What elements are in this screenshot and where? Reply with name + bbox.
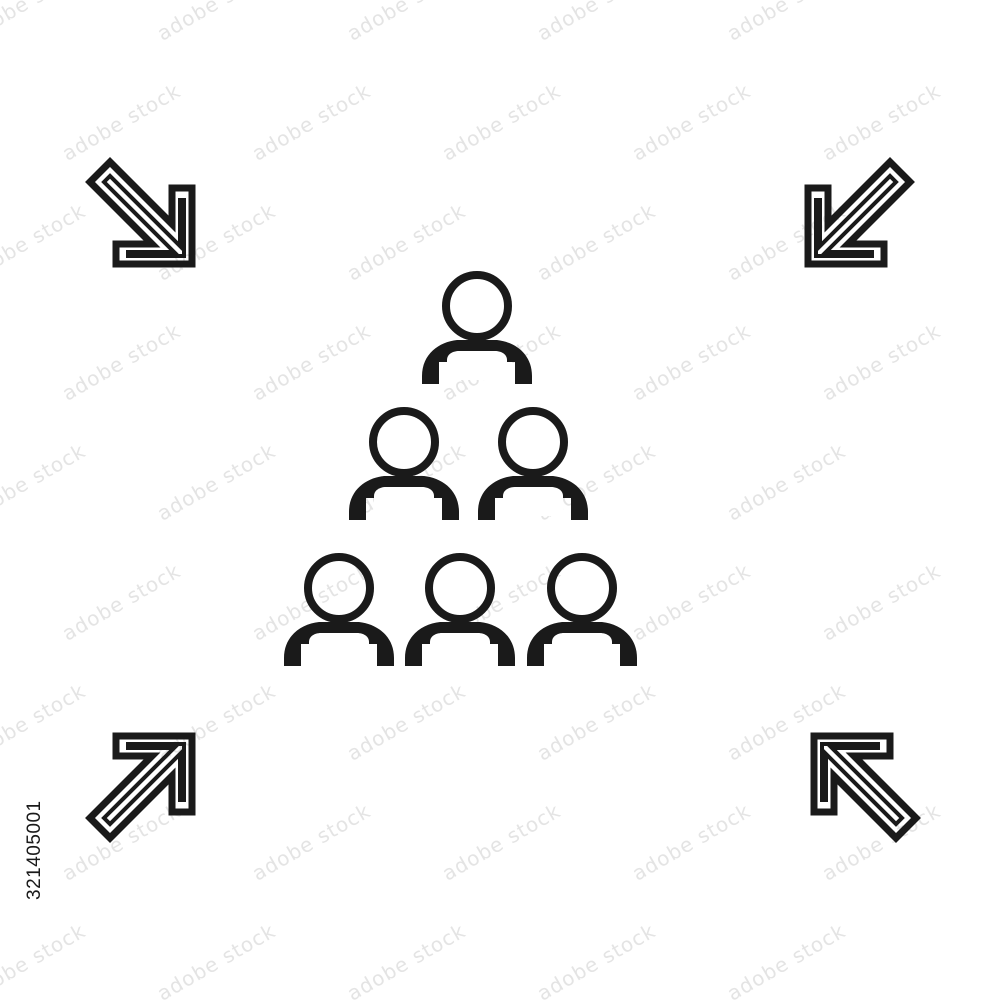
arrow-down-right-icon: [90, 162, 192, 264]
person-icon: [478, 411, 588, 520]
stock-id-label: 321405001: [24, 800, 45, 900]
person-icon: [422, 275, 532, 384]
person-icon: [405, 557, 515, 666]
person-icon: [349, 411, 459, 520]
person-icon: [527, 557, 637, 666]
person-icon: [284, 557, 394, 666]
arrow-down-left-icon: [808, 162, 910, 264]
arrow-up-right-icon: [90, 736, 192, 838]
arrow-up-left-icon: [814, 736, 916, 838]
